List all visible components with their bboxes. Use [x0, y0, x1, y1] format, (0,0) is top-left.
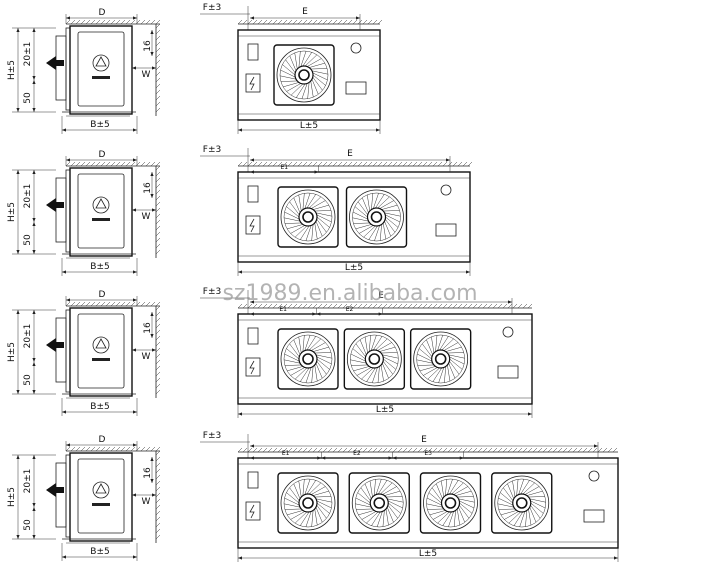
dimension-F-label: F±3 — [203, 431, 221, 441]
fan-icon — [277, 472, 339, 534]
front-view-1: F±3 E L±5 — [200, 3, 383, 134]
dimension-W-label: W — [142, 212, 151, 222]
dimension-L-label: L±5 — [345, 263, 363, 273]
brand-logo-icon — [502, 326, 514, 338]
dimension-E-label: E — [378, 291, 384, 301]
dimension-E-label: E — [421, 435, 427, 445]
airflow-arrow-icon — [46, 198, 64, 212]
fan-icon — [348, 472, 410, 534]
dimension-E3-label: E3 — [424, 450, 432, 457]
dimension-50-label: 50 — [23, 374, 33, 386]
brand-logo-icon — [440, 184, 452, 196]
side-view-4: D H±5 20±1 50B±5 16W — [7, 435, 161, 561]
airflow-arrow-icon — [46, 338, 64, 352]
dimension-D-label: D — [99, 8, 106, 18]
logo-icon — [92, 196, 110, 214]
dimension-L-label: L±5 — [376, 405, 394, 415]
dimension-E-label: E — [302, 7, 308, 17]
brand-logo-icon — [588, 470, 600, 482]
fan-icon — [409, 328, 472, 390]
front-view-2: F±3 E E1L±5 — [200, 145, 473, 276]
dimension-W-label: W — [142, 70, 151, 80]
brand-logo-icon — [350, 42, 362, 54]
logo-icon — [92, 481, 110, 499]
lightning-icon — [249, 76, 255, 91]
fan-icon — [491, 472, 553, 534]
side-view-1: D H±5 20±1 50B±5 16W — [7, 8, 161, 134]
dimension-20-label: 20±1 — [23, 469, 33, 494]
fan-icon — [343, 328, 406, 390]
watermark-text: sz1989.en.alibaba.com — [222, 281, 477, 306]
dimension-16-label: 16 — [143, 322, 153, 334]
dimension-20-label: 20±1 — [23, 324, 33, 349]
dimension-L-label: L±5 — [419, 549, 437, 559]
dimension-E1-label: E1 — [280, 164, 288, 171]
dimension-E2-label: E2 — [353, 450, 361, 457]
dimension-16-label: 16 — [143, 467, 153, 479]
dimension-20-label: 20±1 — [23, 184, 33, 209]
dimension-B-label: B±5 — [90, 120, 109, 130]
dimension-W-label: W — [142, 352, 151, 362]
dimension-E2-label: E2 — [346, 306, 354, 313]
airflow-arrow-icon — [46, 56, 64, 70]
dimension-20-label: 20±1 — [23, 42, 33, 67]
dimension-H-label: H±5 — [7, 487, 17, 507]
side-view-2: D H±5 20±1 50B±5 16W — [7, 150, 161, 276]
dimension-B-label: B±5 — [90, 402, 109, 412]
dimension-16-label: 16 — [143, 182, 153, 194]
dimension-D-label: D — [99, 290, 106, 300]
lightning-icon — [249, 504, 255, 519]
fan-icon — [419, 472, 482, 534]
dimension-50-label: 50 — [23, 234, 33, 246]
dimension-H-label: H±5 — [7, 202, 17, 222]
dimension-F-label: F±3 — [203, 145, 221, 155]
lightning-icon — [249, 218, 255, 233]
logo-icon — [92, 336, 110, 354]
dimension-50-label: 50 — [23, 519, 33, 531]
fan-icon — [345, 186, 408, 248]
dimension-B-label: B±5 — [90, 547, 109, 557]
fan-icon — [277, 328, 339, 390]
lightning-icon — [249, 360, 255, 375]
dimension-D-label: D — [99, 435, 106, 445]
dimension-B-label: B±5 — [90, 262, 109, 272]
side-view-3: D H±5 20±1 50B±5 16W — [7, 290, 161, 416]
dimension-16-label: 16 — [143, 40, 153, 52]
airflow-arrow-icon — [46, 483, 64, 497]
fan-icon — [273, 44, 335, 106]
dimension-F-label: F±3 — [203, 3, 221, 13]
dimension-E1-label: E1 — [282, 450, 290, 457]
dimension-D-label: D — [99, 150, 106, 160]
dimension-E-label: E — [347, 149, 353, 159]
dimension-H-label: H±5 — [7, 60, 17, 80]
front-view-4: F±3 E E1 E2 E3L±5 — [200, 431, 619, 562]
dimension-E1-label: E1 — [279, 306, 287, 313]
dimension-H-label: H±5 — [7, 342, 17, 362]
dimension-L-label: L±5 — [300, 121, 318, 131]
dimension-F-label: F±3 — [203, 287, 221, 297]
dimension-50-label: 50 — [23, 92, 33, 104]
dimension-W-label: W — [142, 497, 151, 507]
front-view-3: F±3 E E1 E2L±5 — [200, 287, 533, 418]
logo-icon — [92, 54, 110, 72]
fan-icon — [277, 186, 339, 248]
